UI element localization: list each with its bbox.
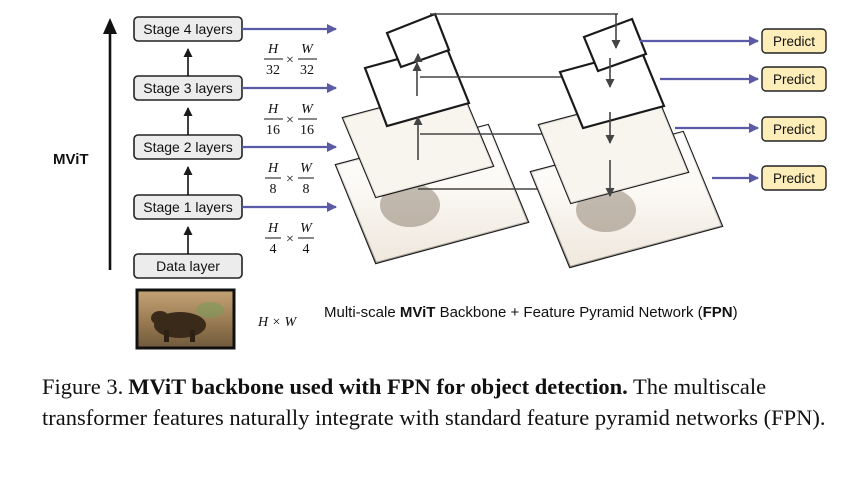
res3-den-w: 16 (300, 123, 314, 138)
backbone-title-middle: Backbone + Feature Pyramid Network ( (435, 304, 702, 321)
predict-label-1: Predict (773, 34, 815, 49)
res2-den-h: 8 (270, 182, 277, 197)
backbone-title-prefix: Multi-scale (324, 304, 400, 321)
predict-label-2: Predict (773, 72, 815, 87)
res2-num-h: H (267, 161, 279, 176)
predict-label-4: Predict (773, 171, 815, 186)
architecture-diagram: MViT Stage 4 layers Stage 3 layers Stage… (53, 12, 827, 350)
resolution-stage-4: H 32 × W 32 (264, 42, 317, 78)
predict-head-3: Predict (761, 116, 827, 142)
res4-den-w: 32 (300, 63, 314, 78)
input-image-thumbnail (135, 288, 236, 350)
input-resolution-label: H × W (257, 315, 298, 330)
res3-num-w: W (301, 102, 314, 117)
res4-num-h: H (267, 42, 279, 57)
res1-times: × (286, 232, 294, 247)
stage-3-label: Stage 3 layers (143, 80, 233, 96)
fpn-pyramid (529, 14, 724, 269)
mvit-side-label: MViT (53, 151, 89, 168)
res1-den-h: 4 (270, 242, 277, 257)
res4-den-h: 32 (266, 63, 280, 78)
stage-2-label: Stage 2 layers (143, 139, 233, 155)
stage-1-label: Stage 1 layers (143, 199, 233, 215)
mvit-axis-arrow (103, 18, 117, 270)
stage-3-box: Stage 3 layers (133, 75, 243, 101)
res4-times: × (286, 53, 294, 68)
figure-caption: Figure 3.MViT backbone used with FPN for… (42, 372, 842, 433)
resolution-stage-1: H 4 × W 4 (265, 221, 314, 257)
resolution-stage-2: H 8 × W 8 (265, 161, 314, 197)
caption-body: The multiscale transformer features natu… (42, 374, 826, 430)
data-layer-label: Data layer (156, 258, 220, 274)
data-layer-box: Data layer (133, 253, 243, 279)
res3-num-h: H (267, 102, 279, 117)
resolution-stage-3: H 16 × W 16 (264, 102, 317, 138)
res1-den-w: 4 (303, 242, 310, 257)
stage-2-box: Stage 2 layers (133, 134, 243, 160)
stage-1-box: Stage 1 layers (133, 194, 243, 220)
backbone-title: Multi-scale MViT Backbone + Feature Pyra… (324, 304, 738, 321)
predict-arrows (640, 36, 759, 183)
backbone-title-suffix: ) (733, 304, 738, 321)
predict-head-4: Predict (761, 165, 827, 191)
caption-bold-title: MViT backbone used with FPN for object d… (128, 374, 628, 399)
res3-den-h: 16 (266, 123, 280, 138)
backbone-title-fpn: FPN (703, 304, 733, 321)
stage-4-label: Stage 4 layers (143, 21, 233, 37)
predict-head-1: Predict (761, 28, 827, 54)
res1-num-h: H (267, 221, 279, 236)
stage-4-box: Stage 4 layers (133, 16, 243, 42)
stage-output-arrows (242, 24, 337, 212)
predict-head-2: Predict (761, 66, 827, 92)
backbone-level-4 (385, 12, 451, 69)
res3-times: × (286, 113, 294, 128)
res2-num-w: W (300, 161, 313, 176)
backbone-title-mvit: MViT (400, 304, 436, 321)
predict-label-3: Predict (773, 122, 815, 137)
caption-figure-number: Figure 3. (42, 374, 124, 399)
res2-times: × (286, 172, 294, 187)
fpn-level-2 (537, 92, 690, 205)
res4-num-w: W (301, 42, 314, 57)
res2-den-w: 8 (303, 182, 310, 197)
res1-num-w: W (300, 221, 313, 236)
backbone-up-arrows (412, 53, 423, 160)
fpn-down-arrows (605, 14, 621, 197)
backbone-pyramid (334, 12, 530, 265)
